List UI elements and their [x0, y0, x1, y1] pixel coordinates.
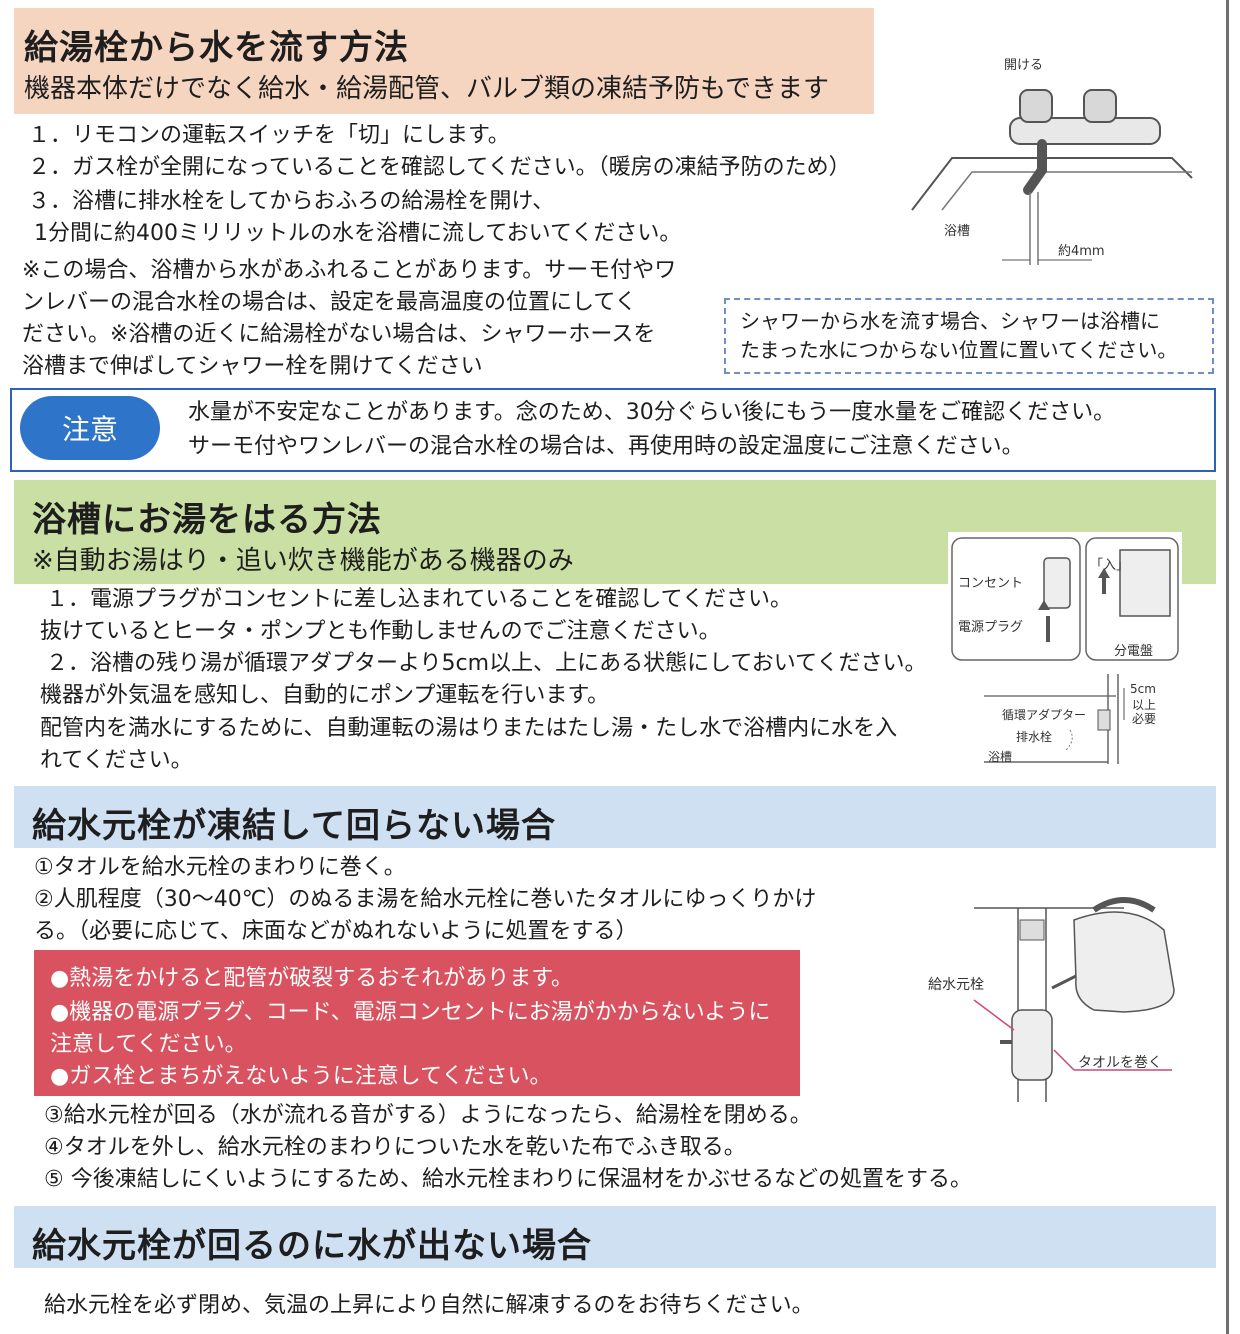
section1-step-2: ２．ガス栓が全開になっていることを確認してください。（暖房の凍結予防のため） [28, 155, 851, 180]
plug-label: 電源プラグ [958, 620, 1024, 635]
section1-title: 給湯栓から水を流す方法 [24, 28, 409, 68]
outlet-label: コンセント [958, 576, 1024, 591]
section2-line-5: 配管内を満水にするために、自動運転の湯はりまたはたし湯・たし水で浴槽内に水を入 [40, 716, 898, 741]
section1-note-4: 浴槽まで伸ばしてシャワー栓を開けてください [22, 354, 483, 379]
section3-after-3: ⑤ 今後凍結しにくいようにするため、給水元栓まわりに保温材をかぶせるなどの処置を… [44, 1167, 973, 1192]
warning-line-2: ●機器の電源プラグ、コード、電源コンセントにお湯がかからないように [50, 1000, 771, 1025]
section1-subtitle: 機器本体だけでなく給水・給湯配管、バルブ類の凍結予防もできます [24, 74, 829, 104]
shower-note-1: シャワーから水を流す場合、シャワーは浴槽に [740, 309, 1160, 333]
section1-step-3: ３．浴槽に排水栓をしてからおふろの給湯栓を開け、 [28, 189, 555, 214]
tub2-label: 浴槽 [988, 750, 1013, 764]
faucet-illustration [892, 40, 1193, 290]
section3-line-2: ②人肌程度（30～40℃）のぬるま湯を給水元栓に巻いたタオルにゆっくりかけ [34, 887, 817, 912]
section3-line-3: る。（必要に応じて、床面などがぬれないように処置をする） [34, 919, 638, 944]
section2-title: 浴槽にお湯をはる方法 [32, 500, 382, 540]
drain-label: 排水栓 [1016, 730, 1053, 744]
valve-label: 給水元栓 [928, 977, 984, 993]
warning-line-3: 注意してください。 [50, 1032, 247, 1057]
section3-line-1: ①タオルを給水元栓のまわりに巻く。 [34, 855, 406, 880]
section3-header-band [14, 786, 1216, 848]
section2-line-3: ２．浴槽の残り湯が循環アダプターより5cm以上、上にある状態にしておいてください… [46, 651, 927, 676]
height-label: 5cm [1130, 682, 1156, 696]
section1-note-3: ださい。※浴槽の近くに給湯栓がない場合は、シャワーホースを [22, 322, 656, 347]
section2-line-2: 抜けているとヒータ・ポンプとも作動しませんのでご注意ください。 [40, 619, 721, 644]
section4-header-band [14, 1206, 1216, 1268]
panel-label: 分電盤 [1114, 644, 1154, 659]
caution-line-1: 水量が不安定なことがあります。念のため、30分ぐらい後にもう一度水量をご確認くだ… [188, 400, 1116, 425]
section4-text: 給水元栓を必ず閉め、気温の上昇により自然に解凍するのをお待ちください。 [44, 1293, 814, 1318]
section3-after-2: ④タオルを外し、給水元栓のまわりについた水を乾いた布でふき取る。 [44, 1135, 746, 1160]
warning-line-4: ●ガス栓とまちがえないように注意してください。 [50, 1064, 552, 1089]
section1-step-3-cont: 1分間に約400ミリリットルの水を浴槽に流しておいてください。 [34, 221, 682, 246]
adapter-label: 循環アダプター [1002, 708, 1087, 722]
section1-note-2: ンレバーの混合水栓の場合は、設定を最高温度の位置にしてく [22, 290, 637, 315]
page-edge-rule [1226, 0, 1229, 1334]
towel-label: タオルを巻く [1078, 1055, 1162, 1071]
section2-subtitle: ※自動お湯はり・追い炊き機能がある機器のみ [32, 546, 574, 576]
section4-title: 給水元栓が回るのに水が出ない場合 [32, 1226, 592, 1266]
on-label: 「入」 [1090, 558, 1130, 573]
faucet-open-label: 開ける [1004, 58, 1044, 73]
section2-line-6: れてください。 [40, 748, 193, 773]
section3-title: 給水元栓が凍結して回らない場合 [32, 806, 556, 846]
caution-box [10, 388, 1216, 472]
section1-header-band [14, 8, 874, 114]
shower-note-2: たまった水につからない位置に置いてください。 [740, 338, 1178, 362]
faucet-tub-label: 浴槽 [944, 224, 971, 239]
valve-kettle-illustration [924, 880, 1184, 1110]
height-label-3: 必要 [1132, 712, 1157, 726]
warning-box [34, 950, 800, 1096]
outlet-panel-illustration [948, 532, 1182, 666]
section2-line-1: １．電源プラグがコンセントに差し込まれていることを確認してください。 [46, 587, 793, 612]
caution-badge: 注意 [20, 396, 160, 460]
caution-line-2: サーモ付やワンレバーの混合水栓の場合は、再使用時の設定温度にご注意ください。 [188, 434, 1024, 459]
tub-adapter-illustration [984, 674, 1125, 764]
shower-note-box [724, 298, 1214, 374]
section1-step-1: １．リモコンの運転スイッチを「切」にします。 [28, 123, 510, 148]
warning-line-1: ●熱湯をかけると配管が破裂するおそれがあります。 [50, 966, 573, 991]
faucet-width-label: 約4mm [1058, 244, 1105, 259]
height-label-2: 以上 [1132, 698, 1157, 712]
section2-line-4: 機器が外気温を感知し、自動的にポンプ運転を行います。 [40, 683, 610, 708]
section3-after-1: ③給水元栓が回る（水が流れる音がする）ようになったら、給湯栓を閉める。 [44, 1103, 812, 1128]
section1-note-1: ※この場合、浴槽から水があふれることがあります。サーモ付やワ [22, 258, 677, 283]
